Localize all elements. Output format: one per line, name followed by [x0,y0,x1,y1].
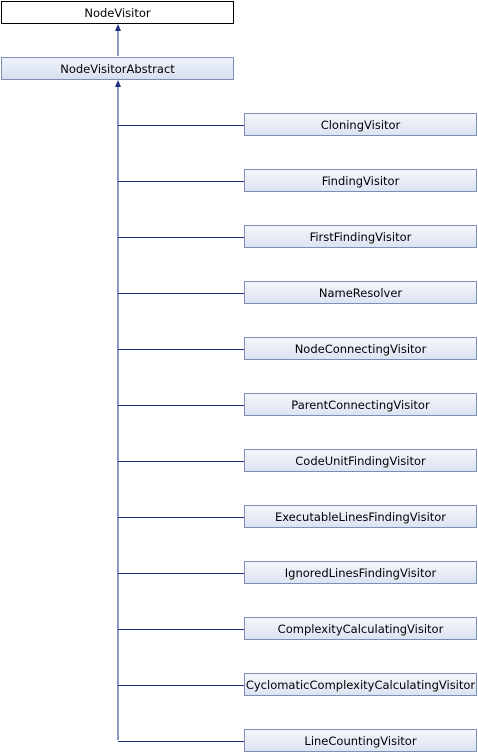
arrowhead-parent [115,80,121,87]
class-node-label: ParentConnectingVisitor [291,397,430,412]
arrowhead-root [115,24,121,31]
edge-branches [118,125,244,742]
class-node-label: ComplexityCalculatingVisitor [277,621,444,636]
class-node-nodevisitorabstract[interactable]: NodeVisitorAbstract [1,57,234,80]
class-node-child[interactable]: FindingVisitor [244,169,477,192]
class-node-label: FindingVisitor [321,173,400,188]
class-node-child[interactable]: ComplexityCalculatingVisitor [244,617,477,640]
class-node-child[interactable]: CyclomaticComplexityCalculatingVisitor [244,673,477,696]
class-node-label: CyclomaticComplexityCalculatingVisitor [245,677,476,692]
class-node-child[interactable]: IgnoredLinesFindingVisitor [244,561,477,584]
class-node-child[interactable]: NodeConnectingVisitor [244,337,477,360]
class-node-label: ExecutableLinesFindingVisitor [274,509,447,524]
class-node-nodevisitor[interactable]: NodeVisitor [1,1,234,24]
class-node-label: LineCountingVisitor [304,733,417,748]
class-node-label: NameResolver [318,285,403,300]
class-node-label: NodeVisitorAbstract [60,61,175,76]
class-node-label: NodeVisitor [84,5,151,20]
class-node-child[interactable]: FirstFindingVisitor [244,225,477,248]
class-node-label: CodeUnitFindingVisitor [295,453,426,468]
class-node-label: NodeConnectingVisitor [294,341,427,356]
class-node-child[interactable]: CloningVisitor [244,113,477,136]
class-node-child[interactable]: NameResolver [244,281,477,304]
class-node-child[interactable]: ParentConnectingVisitor [244,393,477,416]
class-node-label: FirstFindingVisitor [309,229,412,244]
class-node-label: CloningVisitor [320,117,401,132]
class-node-child[interactable]: LineCountingVisitor [244,729,477,752]
class-node-child[interactable]: ExecutableLinesFindingVisitor [244,505,477,528]
class-node-label: IgnoredLinesFindingVisitor [284,565,437,580]
class-node-child[interactable]: CodeUnitFindingVisitor [244,449,477,472]
